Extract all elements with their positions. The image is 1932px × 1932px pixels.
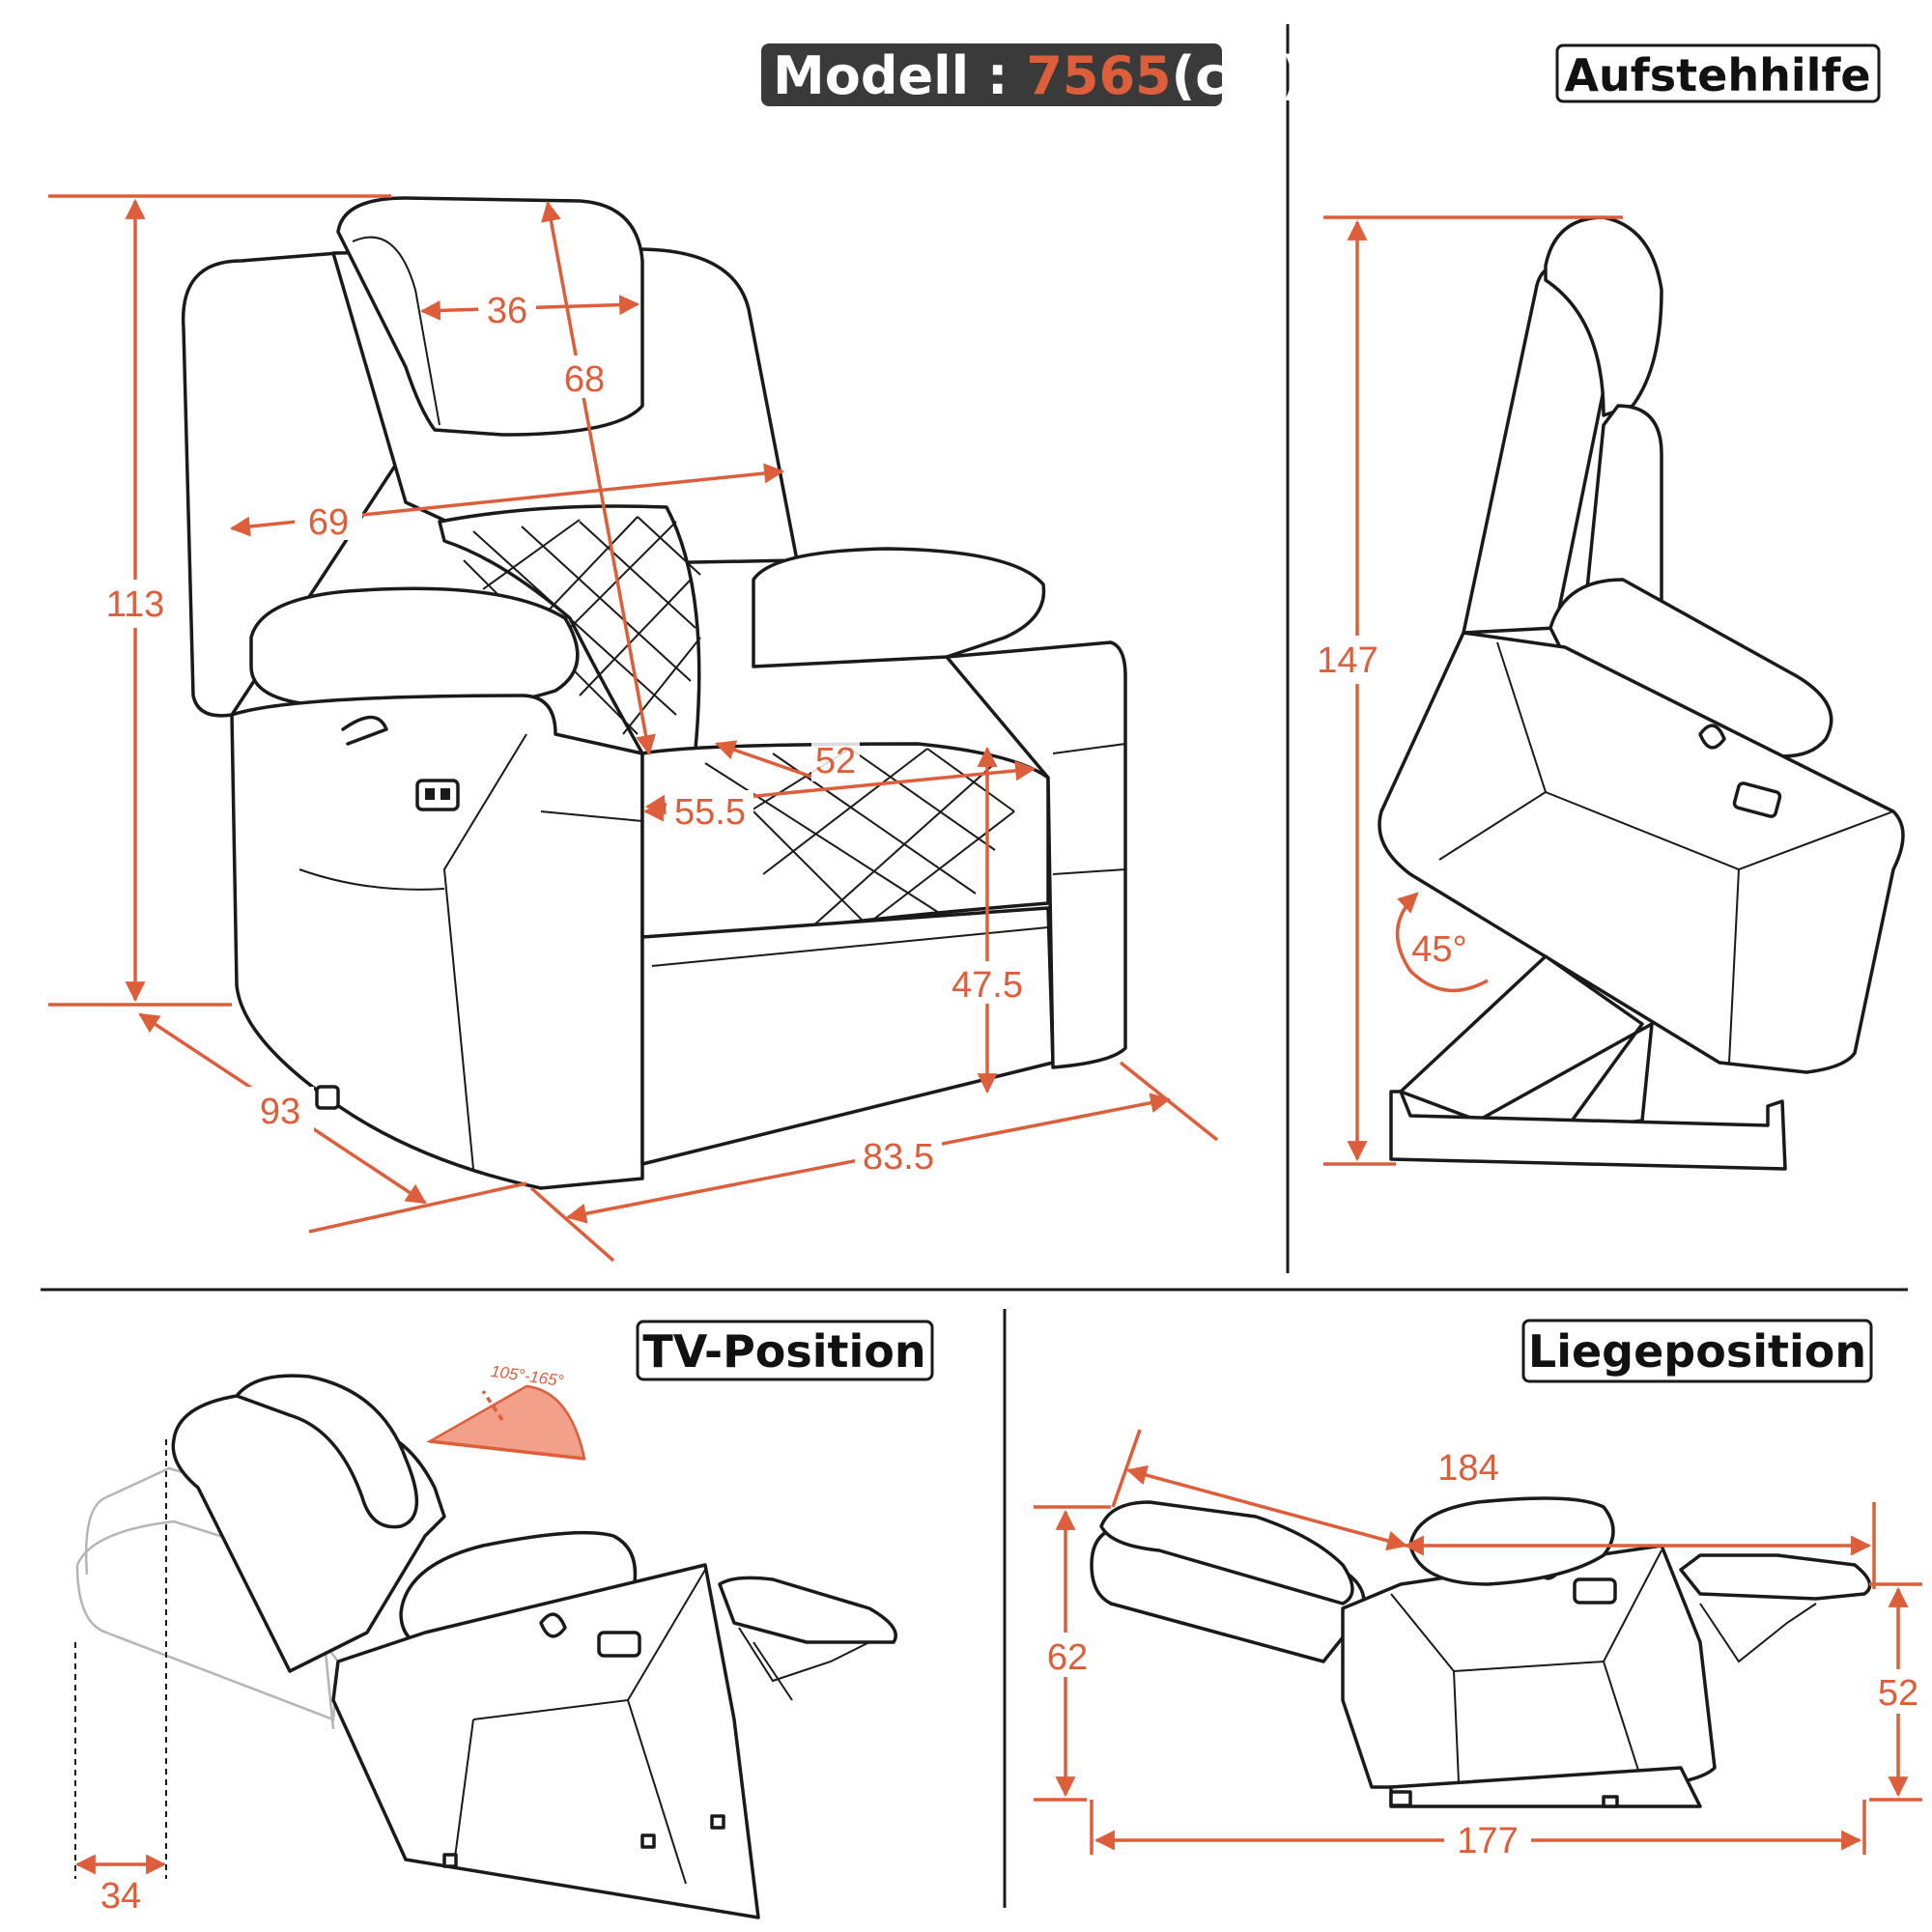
model-unit: (cm) [1172, 45, 1305, 106]
lift-usb-port-icon [1732, 781, 1782, 818]
title-tv-text: TV-Position [642, 1325, 925, 1378]
chair-armrest-left-pad [249, 586, 580, 712]
tv-footrest [718, 1576, 897, 1644]
usb-port-slot-1 [425, 788, 435, 800]
model-badge-background [761, 43, 1222, 106]
lie-length-arrow-1 [1125, 1464, 1408, 1551]
lie-length-ext-left [1111, 1429, 1142, 1508]
arm-left-seam [298, 868, 445, 891]
model-number: 7565 [1026, 45, 1171, 106]
back-width-label: 69 [308, 502, 349, 543]
headrest-inner-line [352, 236, 440, 426]
arm-right-seam [1052, 743, 1126, 875]
lie-usb-port-icon [1573, 1577, 1617, 1605]
lift-body [1378, 631, 1905, 1074]
recliner-tv-view: 105°-165° [75, 1362, 897, 1919]
chair-foot [315, 1085, 340, 1110]
lie-dimension-lines: 184 62 52 177 [1034, 1429, 1927, 1864]
tv-footrest-mechanism [738, 1627, 870, 1701]
tv-body-line-3 [453, 1719, 474, 1865]
headrest-width-label: 36 [487, 291, 527, 331]
tv-foot-1 [442, 1853, 458, 1868]
tv-headrest [235, 1374, 418, 1529]
lift-angle-label: 45° [1411, 929, 1466, 970]
lift-lever-icon [1698, 724, 1726, 750]
recliner-lie-view [1090, 1496, 1872, 1808]
lift-dimension-lines: 147 45° [1317, 215, 1623, 1166]
model-badge: Modell : 7565(cm) [761, 43, 1304, 106]
recliner-front-view [181, 196, 1127, 1190]
width-extension-right [1119, 1061, 1219, 1142]
tv-body [331, 1563, 760, 1919]
seat-width-label: 52 [815, 741, 856, 781]
lift-angle-arc [1395, 892, 1489, 993]
lie-back-height-label-bg [1038, 1633, 1096, 1677]
arm-left-seam-2 [540, 810, 643, 822]
recliner-lift-view [1378, 215, 1905, 1171]
depth-label-bg [246, 1087, 314, 1135]
lie-length-label: 184 [1437, 1448, 1498, 1489]
lift-height-label: 147 [1317, 640, 1378, 681]
lie-footrest-mechanism [1699, 1603, 1817, 1663]
title-lie: Liegeposition [1521, 1319, 1873, 1383]
usb-port-slot-2 [440, 788, 450, 800]
back-height-label: 68 [564, 359, 605, 400]
lie-back-height-label: 62 [1047, 1637, 1088, 1678]
usb-port-icon [415, 779, 460, 811]
depth-extension-bottom [308, 1181, 527, 1234]
lie-body-line-1 [1390, 1549, 1662, 1673]
lift-armrest [1548, 578, 1833, 758]
model-prefix: Modell : [773, 45, 1026, 106]
lie-front-height-label: 52 [1878, 1673, 1918, 1714]
tv-offset-label: 34 [100, 1876, 141, 1917]
lie-foot-2 [1602, 1795, 1619, 1808]
lie-floor-label: 177 [1457, 1821, 1518, 1861]
tv-lever-icon [539, 1612, 567, 1638]
tv-usb-port-icon [597, 1631, 641, 1658]
tv-fan-baseline [429, 1439, 585, 1461]
tv-angle-fan [426, 1384, 586, 1461]
tv-dimension-lines: 34 [74, 1439, 167, 1917]
model-badge-text: Modell : 7565(cm) [773, 45, 1304, 106]
seat-depth-label-bg [667, 790, 753, 833]
lie-footrest [1679, 1553, 1872, 1601]
arm-left-panel-line [442, 733, 527, 1170]
seat-height-label: 47.5 [952, 965, 1023, 1006]
tv-body-line-2 [627, 1699, 687, 1885]
lift-height-label-bg [1319, 636, 1396, 684]
height-label-bg [101, 580, 169, 628]
seat-height-label-bg [947, 961, 1029, 1004]
back-height-label-bg [555, 355, 613, 398]
chair-armrest-right-pad [752, 547, 1046, 668]
seat-width-label-bg [811, 739, 860, 781]
lift-body-line-3 [1728, 868, 1740, 1064]
recline-lever-icon [341, 715, 388, 746]
tv-foot-3 [710, 1814, 725, 1830]
chair-arm-right [945, 640, 1127, 1069]
lie-foot-1 [1389, 1790, 1412, 1807]
lie-front-height-label-bg [1869, 1669, 1927, 1714]
depth-label: 93 [260, 1092, 300, 1132]
width-label-bg [855, 1132, 942, 1180]
headrest-width-label-bg [478, 286, 536, 328]
width-extension-left [529, 1186, 615, 1263]
seat-depth-label: 55.5 [674, 792, 746, 833]
tv-foot-2 [640, 1833, 656, 1849]
height-label: 113 [106, 584, 165, 625]
title-lift-frame [1555, 43, 1881, 103]
main-dimension-lines: 113 36 68 69 52 55.5 47.5 93 [48, 194, 1219, 1263]
lie-body-line-2 [1453, 1661, 1643, 1783]
title-tv: TV-Position [636, 1320, 934, 1381]
title-tv-frame [636, 1320, 934, 1381]
title-lift-text: Aufstehhilfe [1564, 49, 1870, 101]
title-lie-frame [1521, 1319, 1873, 1383]
lie-floor-label-bg [1444, 1816, 1531, 1864]
width-label: 83.5 [863, 1137, 934, 1178]
title-lie-text: Liegeposition [1528, 1325, 1866, 1378]
title-lift: Aufstehhilfe [1555, 43, 1881, 103]
back-width-label-bg [295, 497, 362, 540]
seat-width-pointer [715, 740, 812, 779]
lift-base-plate [1389, 1090, 1787, 1171]
